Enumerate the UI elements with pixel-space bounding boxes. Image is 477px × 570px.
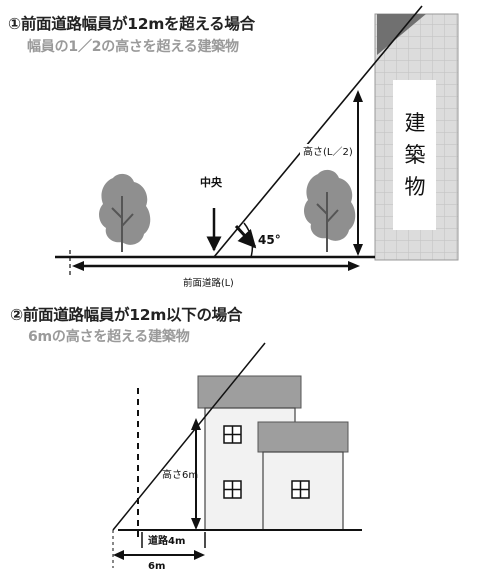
height-arrow-bottom-icon <box>353 244 363 256</box>
height6m-arrow-top-icon <box>191 418 201 430</box>
width6m-arrow-left-icon <box>113 550 124 560</box>
road-arrow-right-icon <box>348 261 360 271</box>
height6m-arrow-bottom-icon <box>191 518 201 530</box>
building-label-char2: 築 <box>405 143 426 167</box>
house2-roof <box>257 421 349 453</box>
window-icon <box>291 480 310 499</box>
house1-roof <box>197 375 302 409</box>
window-icon <box>223 480 242 499</box>
height-label-bg <box>300 144 356 158</box>
tree-right-icon <box>304 169 356 252</box>
section1-diagram: 建 築 物 45° 中央 高さ(L／2) 前 <box>55 5 459 289</box>
window-icon <box>223 425 242 444</box>
building-label-char1: 建 <box>405 111 426 135</box>
setback-slope-line <box>213 5 423 258</box>
height-arrow-top-icon <box>353 90 363 102</box>
road-arrow-left-icon <box>72 261 84 271</box>
width6m-arrow-right-icon <box>194 550 205 560</box>
width6m-label: 6m <box>148 561 165 570</box>
section2-title: ②前面道路幅員が12m以下の場合 <box>10 306 243 324</box>
center-label: 中央 <box>200 175 223 189</box>
road4m-label: 道路4m <box>148 534 185 547</box>
road-width-label: 前面道路(L) <box>183 277 234 289</box>
building-label-panel <box>393 80 436 230</box>
section1-subtitle: 幅員の1／2の高さを超える建築物 <box>27 39 239 55</box>
section1-title: ①前面道路幅員が12mを超える場合 <box>8 15 255 33</box>
height-label: 高さ(L／2) <box>303 145 353 158</box>
angle-arrow-icon <box>234 224 257 249</box>
angle-label: 45° <box>258 233 281 247</box>
section2-subtitle: 6mの高さを超える建築物 <box>28 329 190 345</box>
tree-left-icon <box>99 173 151 252</box>
building-label-char3: 物 <box>405 175 426 199</box>
setback-slope-line-2 <box>112 342 266 531</box>
section2-diagram: 高さ6m 道路4m 6m <box>112 342 362 570</box>
height6m-label: 高さ6m <box>162 468 198 481</box>
